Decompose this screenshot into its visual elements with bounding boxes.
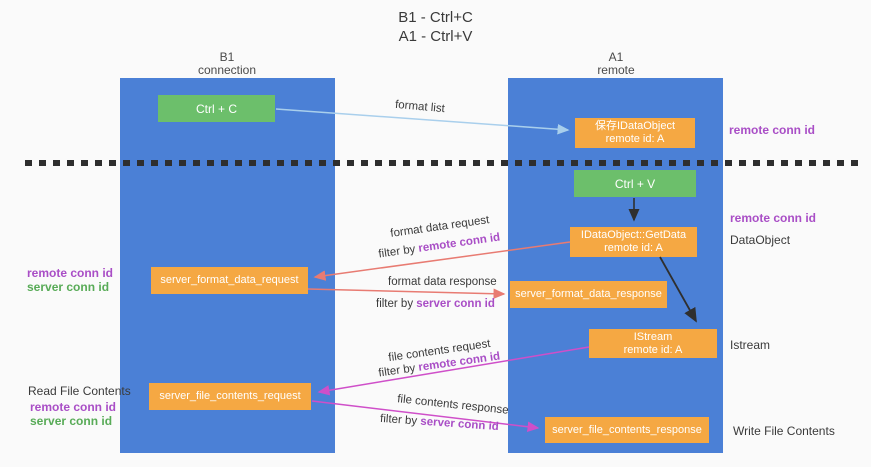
getdata-line2: remote id: A bbox=[604, 242, 663, 254]
node-ctrl-v: Ctrl + V bbox=[574, 170, 696, 197]
node-istream: IStream remote id: A bbox=[589, 329, 717, 358]
save-idataobject-line1: 保存IDataObject bbox=[594, 120, 676, 132]
node-save-idataobject: 保存IDataObject remote id: A bbox=[575, 118, 695, 148]
label-write-file-contents: Write File Contents bbox=[733, 424, 835, 438]
server-format-data-request-label: server_format_data_request bbox=[160, 274, 299, 286]
conn-id-block-file: remote conn id server conn id bbox=[30, 400, 116, 428]
lane-header-b1: B1 connection bbox=[157, 51, 297, 77]
label-left-server-conn-id-1: server conn id bbox=[27, 280, 110, 294]
node-server-format-data-response: server_format_data_response bbox=[510, 281, 667, 308]
server-file-contents-response-label: server_file_contents_response bbox=[552, 423, 702, 436]
node-server-file-contents-request: server_file_contents_request bbox=[149, 383, 311, 410]
ctrl-v-label: Ctrl + V bbox=[614, 176, 656, 191]
node-server-file-contents-response: server_file_contents_response bbox=[545, 417, 709, 443]
server-file-contents-request-label: server_file_contents_request bbox=[159, 390, 301, 402]
session-divider-dashed-line bbox=[25, 160, 861, 166]
conn-id-block-format: remote conn id server conn id bbox=[27, 266, 113, 294]
label-filter-server-2: filter by server conn id bbox=[380, 413, 499, 433]
node-ctrl-c: Ctrl + C bbox=[158, 95, 275, 122]
lane-header-a1: A1 remote bbox=[546, 51, 686, 77]
filter-remote-conn-id-1: remote conn id bbox=[417, 231, 501, 255]
label-left-remote-conn-id-1: remote conn id bbox=[27, 266, 114, 280]
lane-b1-subtitle: connection bbox=[197, 63, 257, 77]
label-filter-server-1: filter by server conn id bbox=[376, 298, 495, 310]
label-format-data-response: format data response bbox=[388, 276, 497, 288]
title-line-2: A1 - Ctrl+V bbox=[398, 28, 473, 45]
filter-prefix-1: filter by bbox=[377, 242, 420, 261]
arrow-format-data-response bbox=[307, 288, 506, 299]
filter-server-conn-id-2: server conn id bbox=[419, 415, 500, 434]
label-istream: Istream bbox=[730, 338, 771, 352]
diagram-title: B1 - Ctrl+C A1 - Ctrl+V bbox=[0, 8, 871, 46]
label-dataobject: DataObject bbox=[730, 233, 791, 247]
label-file-contents-response: file contents response bbox=[396, 393, 510, 417]
filter-server-conn-id-1: server conn id bbox=[416, 298, 495, 310]
filter-prefix-2: filter by bbox=[376, 298, 417, 310]
node-server-format-data-request: server_format_data_request bbox=[151, 267, 308, 294]
lane-a1-subtitle: remote bbox=[597, 63, 635, 77]
label-left-server-conn-id-2: server conn id bbox=[30, 414, 113, 428]
label-remote-conn-id-mid: remote conn id bbox=[730, 211, 817, 225]
istream-line2: remote id: A bbox=[623, 343, 683, 356]
label-remote-conn-id-top: remote conn id bbox=[729, 123, 816, 137]
label-read-file-contents: Read File Contents bbox=[28, 384, 131, 398]
label-left-remote-conn-id-2: remote conn id bbox=[30, 400, 117, 414]
getdata-line1: IDataObject::GetData bbox=[580, 229, 687, 241]
server-format-data-response-label: server_format_data_response bbox=[515, 288, 662, 300]
ctrl-c-label: Ctrl + C bbox=[195, 101, 237, 116]
filter-prefix-4: filter by bbox=[379, 412, 421, 428]
title-line-1: B1 - Ctrl+C bbox=[398, 9, 473, 26]
label-format-list: format list bbox=[394, 98, 446, 116]
istream-line1: IStream bbox=[633, 330, 673, 343]
filter-prefix-3: filter by bbox=[377, 361, 420, 380]
lane-a1-title: A1 bbox=[608, 50, 624, 64]
save-idataobject-line2: remote id: A bbox=[605, 133, 665, 145]
lane-b1-title: B1 bbox=[219, 50, 235, 64]
node-idataobject-getdata: IDataObject::GetData remote id: A bbox=[570, 227, 697, 257]
